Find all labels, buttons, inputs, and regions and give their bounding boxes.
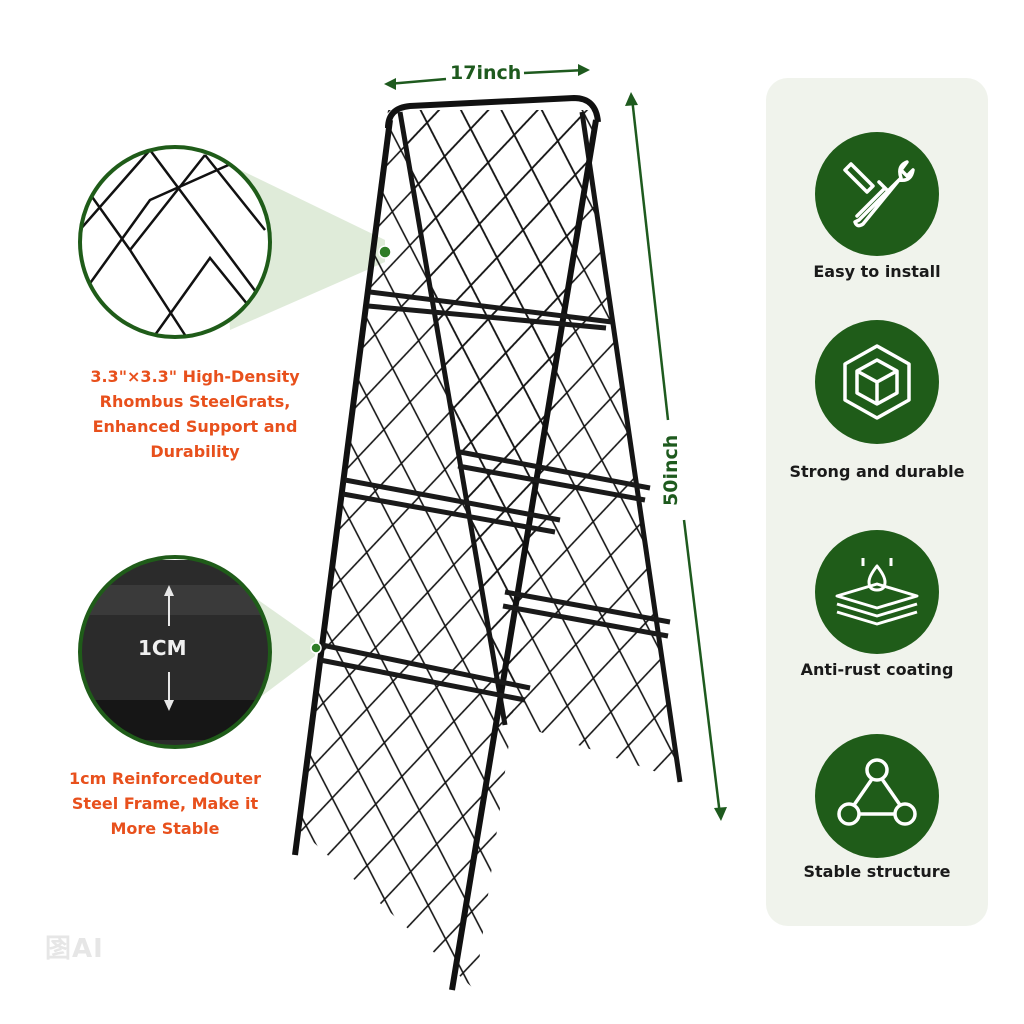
callout-dot-grid xyxy=(378,245,392,259)
feature-label-durable: Strong and durable xyxy=(789,462,965,481)
frame-callout-line: Steel Frame, Make it xyxy=(71,794,259,813)
watermark: IA图 xyxy=(44,934,103,964)
width-label: 17inch xyxy=(450,62,522,84)
frame-callout-line: 1cm ReinforcedOuter xyxy=(69,769,261,788)
grid-callout-text: 3.3"×3.3" High-Density Rhombus SteelGrat… xyxy=(60,364,330,464)
feature-badge-durable xyxy=(815,320,939,444)
feature-badge-stable xyxy=(815,734,939,858)
feature-label-install: Easy to install xyxy=(813,262,941,281)
feature-label-stable: Stable structure xyxy=(803,862,951,881)
layers-droplet-icon xyxy=(835,558,919,626)
frame-callout-line: More Stable xyxy=(110,819,220,838)
grid-closeup xyxy=(78,145,272,339)
tools-icon xyxy=(843,160,915,228)
grid-callout-line: 3.3"×3.3" High-Density xyxy=(90,367,300,386)
height-dimension-arrow xyxy=(625,92,727,821)
cube-icon xyxy=(843,344,911,420)
width-dimension-arrow xyxy=(384,64,590,90)
feature-badge-coating xyxy=(815,530,939,654)
callout-dot-frame xyxy=(310,642,322,654)
grid-callout-line: Enhanced Support and xyxy=(92,417,298,436)
frame-measure-label: 1CM xyxy=(138,636,187,660)
feature-badge-install xyxy=(815,132,939,256)
frame-callout-text: 1cm ReinforcedOuter Steel Frame, Make it… xyxy=(30,766,300,841)
frame-closeup xyxy=(78,555,272,749)
feature-label-coating: Anti-rust coating xyxy=(800,660,954,679)
height-label: 50inch xyxy=(660,434,682,506)
grid-callout-line: Rhombus SteelGrats, xyxy=(99,392,291,411)
triangle-nodes-icon xyxy=(837,758,917,826)
grid-callout-line: Durability xyxy=(150,442,240,461)
